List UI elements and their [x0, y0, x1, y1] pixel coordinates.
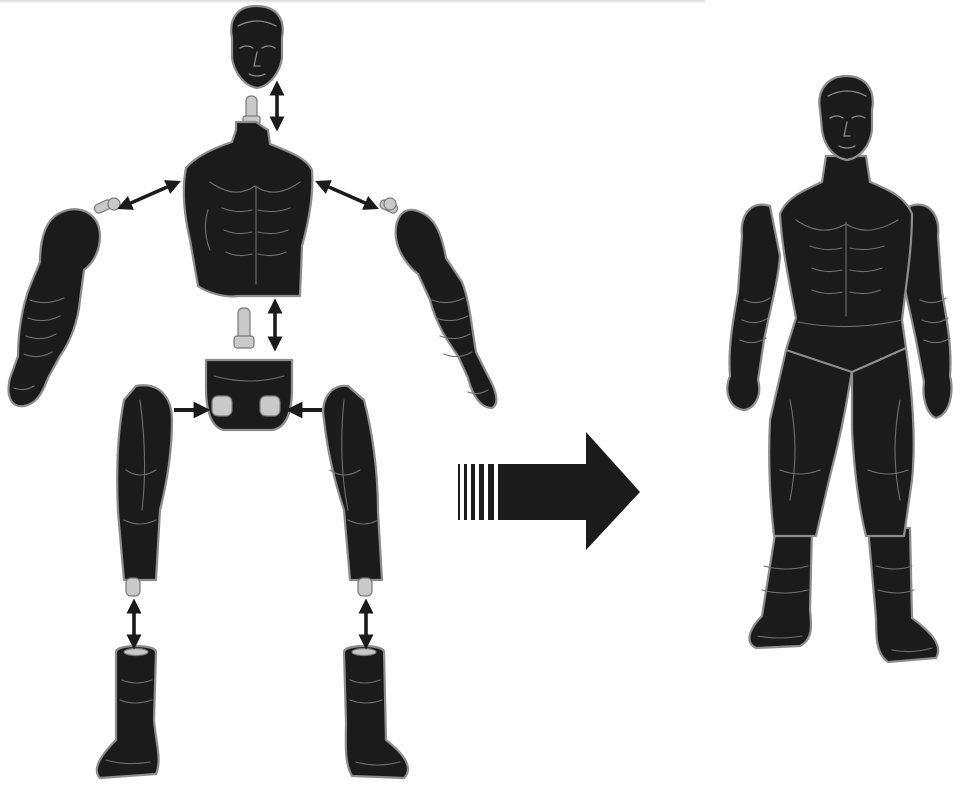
neck-peg — [243, 96, 260, 124]
waist-peg — [234, 308, 254, 348]
torso-part — [184, 122, 312, 296]
pelvis-part — [206, 360, 292, 430]
assembled-right-boot — [868, 528, 938, 662]
left-leg-part — [117, 385, 172, 596]
assembled-figure — [727, 76, 951, 662]
assembled-left-arm — [727, 205, 780, 410]
right-shoulder-peg — [379, 198, 399, 214]
left-arm-part — [9, 198, 120, 406]
assembled-left-leg — [769, 350, 852, 536]
right-leg-part — [323, 386, 382, 596]
right-arm-part — [379, 198, 497, 408]
right-boot-part — [344, 646, 408, 778]
assembled-left-boot — [749, 528, 812, 648]
head-part — [231, 6, 283, 88]
assembled-right-leg — [852, 348, 914, 536]
disassembled-figure — [9, 6, 497, 778]
double-headed-arrow-icon — [322, 184, 372, 206]
left-shoulder-peg — [93, 198, 120, 214]
left-boot-part — [97, 646, 159, 778]
big-right-arrow-icon — [458, 432, 640, 550]
double-headed-arrow-icon — [124, 184, 174, 206]
